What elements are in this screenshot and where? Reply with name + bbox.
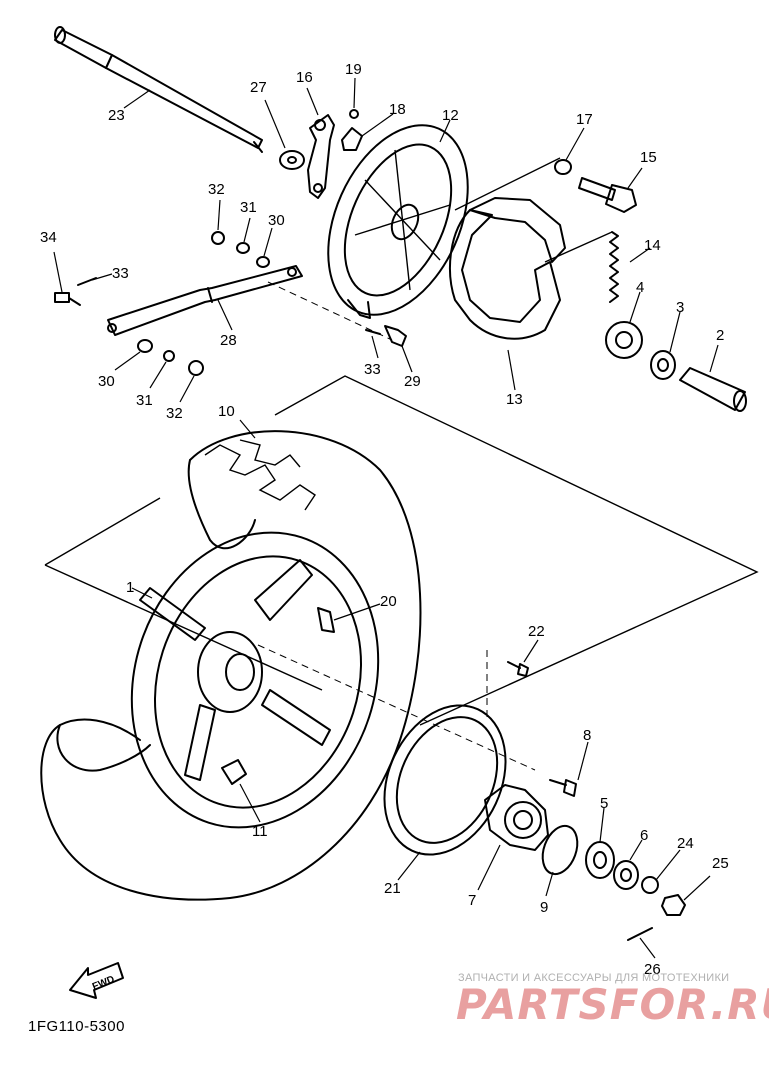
label-part-33-top: 33	[112, 265, 129, 282]
brake-shoe-plate	[327, 124, 469, 319]
label-part-24: 24	[677, 835, 694, 852]
label-part-5: 5	[600, 795, 608, 812]
bolt	[384, 325, 407, 347]
label-part-13: 13	[506, 391, 523, 408]
label-part-19: 19	[345, 61, 362, 78]
label-part-32-top: 32	[208, 181, 225, 198]
nut	[211, 231, 225, 245]
bolt	[54, 292, 81, 306]
brake-drum-ring	[383, 704, 507, 856]
label-part-11: 11	[252, 823, 268, 840]
bolt	[549, 779, 577, 797]
washer	[554, 159, 572, 175]
tire	[40, 430, 422, 901]
label-part-7: 7	[468, 892, 476, 909]
label-part-14: 14	[644, 237, 661, 254]
label-part-27: 27	[250, 79, 267, 96]
label-part-34: 34	[40, 229, 57, 246]
label-part-1: 1	[126, 579, 134, 596]
label-part-23: 23	[108, 107, 125, 124]
label-part-30-top: 30	[268, 212, 285, 229]
collar	[279, 150, 305, 170]
watermark-tagline: ЗАПЧАСТИ И АКСЕССУАРЫ ДЛЯ МОТОТЕХНИКИ	[458, 972, 730, 984]
label-part-29: 29	[404, 373, 421, 390]
label-part-4: 4	[636, 279, 644, 296]
diagram-code: 1FG110-5300	[28, 1018, 125, 1035]
label-part-22: 22	[528, 623, 545, 640]
axle	[54, 26, 263, 153]
label-part-15: 15	[640, 149, 657, 166]
tension-spring	[609, 231, 619, 303]
indicator-plate	[341, 127, 363, 151]
clutch-hub	[484, 784, 549, 851]
bearing	[605, 321, 643, 359]
label-part-10: 10	[218, 403, 235, 420]
cotter-pin	[365, 329, 381, 335]
plain-washer	[137, 339, 153, 353]
label-part-3: 3	[676, 299, 684, 316]
bearing	[585, 841, 615, 879]
label-part-25: 25	[712, 855, 729, 872]
oil-seal	[650, 350, 676, 380]
axle-collar	[679, 367, 747, 412]
oil-seal	[613, 860, 639, 890]
label-part-2: 2	[716, 327, 724, 344]
forward-arrow-icon: FWD	[69, 962, 124, 999]
leader-lines	[53, 77, 719, 959]
axle-nut	[661, 894, 686, 916]
label-part-16: 16	[296, 69, 313, 86]
label-part-21: 21	[384, 880, 401, 897]
label-part-17: 17	[576, 111, 593, 128]
label-part-32-bottom: 32	[166, 405, 183, 422]
label-part-9: 9	[540, 899, 548, 916]
label-part-12: 12	[442, 107, 459, 124]
bolt	[507, 661, 529, 677]
cast-wheel	[130, 531, 380, 829]
spring-washer	[163, 350, 175, 362]
watermark-logo: PARTSFOR.RU	[456, 980, 769, 1029]
nut	[188, 360, 204, 376]
label-part-6: 6	[640, 827, 648, 844]
cotter-pin	[627, 927, 653, 941]
label-part-18: 18	[389, 101, 406, 118]
label-part-20: 20	[380, 593, 397, 610]
brake-camshaft	[578, 177, 637, 213]
label-part-33-bottom: 33	[364, 361, 381, 378]
washer	[641, 876, 659, 894]
label-part-31-top: 31	[240, 199, 257, 216]
grease-nipple	[349, 109, 359, 119]
part-number-labels: 1 2 3 4 5 6 7 8 9 10 11 12 13 14 15 16 1…	[40, 61, 729, 978]
camshaft-lever	[307, 114, 335, 199]
tension-bar	[107, 265, 303, 336]
fwd-label: FWD	[91, 974, 116, 993]
label-part-28: 28	[220, 332, 237, 349]
plain-washer	[256, 256, 270, 268]
label-part-31-bottom: 31	[136, 392, 153, 409]
label-part-26: 26	[644, 961, 661, 978]
spring-washer	[236, 242, 250, 254]
label-part-8: 8	[583, 727, 591, 744]
brake-shoes	[449, 197, 566, 340]
label-part-30-bottom: 30	[98, 373, 115, 390]
o-ring	[541, 824, 579, 876]
